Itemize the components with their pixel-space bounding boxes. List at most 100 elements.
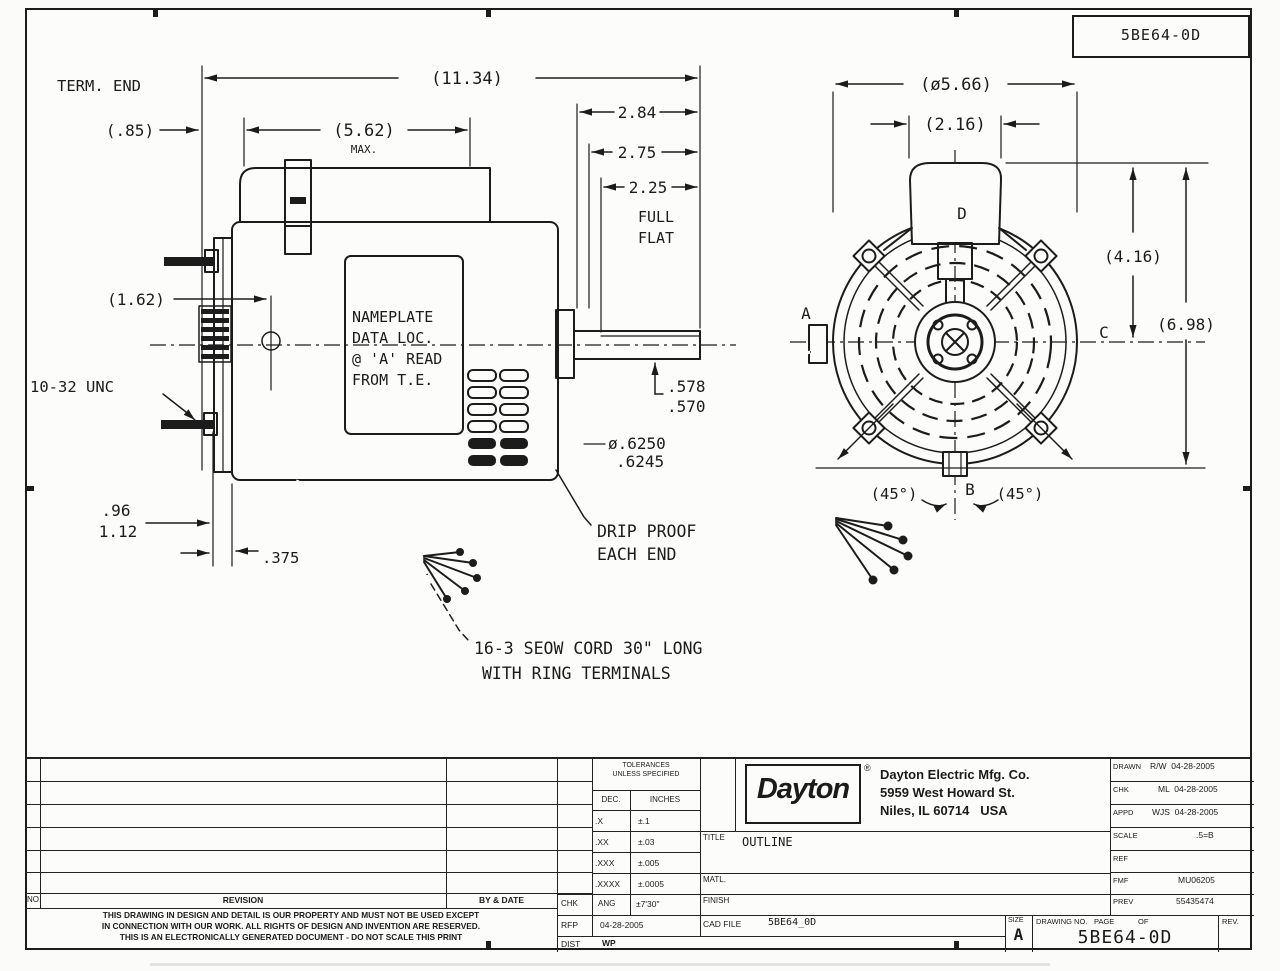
ang-label: ANG (598, 899, 616, 908)
grid-line (557, 915, 1254, 916)
grid-line (1110, 758, 1111, 915)
grid-line (1110, 872, 1254, 873)
rfp-date: 04-28-2005 (600, 920, 644, 930)
grid-line (592, 852, 700, 853)
shaft (555, 309, 701, 379)
dim-dia: (ø5.66) (920, 75, 992, 95)
extension-lines (201, 65, 701, 567)
ang-value: ±7'30" (636, 899, 660, 909)
cord-note: WITH RING TERMINALS (482, 664, 671, 683)
grid-line (25, 804, 592, 805)
chk-label: CHK (561, 899, 578, 908)
disclaimer-line: THIS IS AN ELECTRONICALLY GENERATED DOCU… (119, 932, 463, 942)
cord-exit-tab (808, 324, 828, 364)
end-extension-lines (815, 91, 1209, 469)
dim-overall: (11.34) (431, 69, 503, 89)
size-label: SIZE (1008, 917, 1024, 924)
dim-shaft-flat-lo: .570 (667, 397, 706, 416)
of-label: OF (1138, 917, 1149, 926)
dim-112: 1.12 (99, 522, 138, 541)
grid-line (1110, 804, 1254, 805)
sheet-border (25, 8, 1252, 950)
doc-number-box (1072, 15, 1250, 58)
drawing-no-label: DRAWING NO. (1036, 917, 1088, 926)
stud-upper (164, 257, 214, 266)
disclaimer-line: IN CONNECTION WITH OUR WORK. ALL RIGHTS … (101, 921, 481, 931)
point-label-c: C (1099, 323, 1109, 342)
chk-approval-label: CHK (1113, 785, 1129, 794)
dim-416: (4.16) (1104, 247, 1162, 266)
grid-line (700, 758, 701, 936)
border-tick (486, 941, 491, 950)
tolerance-header: TOLERANCES (622, 762, 670, 769)
fmf-value: MU06205 (1178, 875, 1215, 885)
border-tick (1243, 486, 1252, 491)
dayton-logo: Dayton (756, 773, 850, 805)
bearing-hub (914, 301, 996, 383)
chk-approval-value: ML 04-28-2005 (1158, 784, 1218, 794)
drawn-label: DRAWN (1113, 762, 1142, 771)
size-value: A (1013, 925, 1024, 944)
grid-line (446, 758, 447, 908)
point-label-d: D (957, 204, 967, 223)
drip-proof-note: DRIP PROOF (597, 522, 696, 541)
cord-wires (423, 551, 478, 600)
dim-162: (1.62) (107, 290, 165, 309)
dist-label: DIST (561, 939, 581, 949)
appd-label: APPD (1113, 808, 1134, 817)
drawing-number: 5BE64-0D (1077, 927, 1173, 948)
title-block-top (25, 757, 1252, 759)
grid-line (25, 781, 592, 782)
end-view-dimensions: (ø5.66) (2.16) (4.16) (6.98) (45°) (45°)… (801, 75, 1215, 503)
rev-label: REV. (1222, 917, 1239, 926)
dim-216: (2.16) (924, 115, 985, 135)
border-tick (486, 8, 491, 17)
appd-value: WJS 04-28-2005 (1152, 807, 1219, 817)
grid-line (592, 873, 1110, 874)
dim-275: 2.75 (618, 143, 657, 162)
tol-val: ±.0005 (638, 879, 664, 889)
tol-dec: .XXXX (595, 879, 621, 889)
dim-45-right: (45°) (997, 485, 1044, 503)
tol-col-inches: INCHES (649, 795, 681, 804)
page-label: PAGE (1094, 917, 1115, 926)
drawing-title: OUTLINE (742, 835, 793, 849)
end-view: (ø5.66) (2.16) (4.16) (6.98) (45°) (45°)… (759, 75, 1215, 585)
grid-line (1032, 915, 1033, 952)
scale-label: SCALE (1113, 831, 1138, 840)
grid-line (25, 850, 592, 851)
grid-line (557, 894, 1254, 895)
matl-label: MATL. (703, 875, 726, 884)
nameplate-line: FROM T.E. (352, 371, 433, 389)
border-tick (25, 486, 34, 491)
motor-body: NAMEPLATE DATA LOC. @ 'A' READ FROM T.E. (161, 159, 701, 481)
nameplate-line: @ 'A' READ (352, 350, 442, 368)
nameplate-line: DATA LOC. (352, 329, 433, 347)
point-label-b: B (965, 480, 975, 499)
rev-header: REVISION (222, 895, 264, 905)
tol-col-dec: DEC. (601, 795, 621, 804)
grid-line (592, 758, 593, 936)
dim-562: (5.62) (333, 121, 394, 141)
by-date-header: BY & DATE (478, 895, 525, 905)
tol-val: ±.005 (638, 858, 660, 868)
dist-value: WP (602, 938, 616, 948)
side-view-notes: DRIP PROOF EACH END 16-3 SEOW CORD 30" L… (430, 469, 702, 683)
grid-line (630, 790, 631, 915)
ref-label: REF (1113, 854, 1128, 863)
drawn-value: R/W 04-28-2005 (1150, 761, 1215, 771)
point-label-a: A (801, 304, 811, 323)
fmf-label: FMF (1113, 876, 1129, 885)
company-addr2: Niles, IL 60714 USA (880, 803, 1008, 818)
grid-line (40, 758, 41, 908)
grid-line (1110, 781, 1254, 782)
registered-mark: ® (864, 763, 871, 773)
side-view: NAMEPLATE DATA LOC. @ 'A' READ FROM T.E. (30, 65, 736, 683)
finish-label: FINISH (703, 896, 730, 905)
side-view-dimensions: TERM. END (11.34) (.85) (5.62) MAX. 2.84… (30, 69, 706, 567)
company-addr1: 5959 West Howard St. (880, 785, 1015, 800)
cad-file-label: CAD FILE (703, 919, 742, 929)
grid-line (592, 831, 1110, 832)
border-tick (153, 8, 158, 17)
